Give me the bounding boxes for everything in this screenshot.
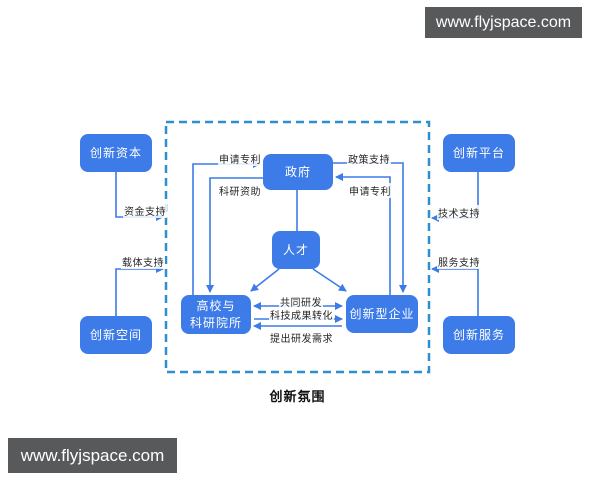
edge-label-funding-support: 资金支持	[123, 203, 167, 218]
watermark-banner-bottom: www.flyjspace.com	[8, 438, 177, 473]
arrow-research-funding	[206, 177, 263, 293]
node-talent-label: 人才	[282, 242, 309, 257]
node-talent: 人才	[272, 231, 320, 269]
node-innovation-service-label: 创新服务	[452, 327, 505, 342]
arrow-carrier-support	[115, 265, 164, 316]
node-innovation-platform-label: 创新平台	[452, 145, 505, 160]
node-enterprises-label: 创新型企业	[349, 306, 415, 321]
node-innovation-space-label: 创新空间	[89, 327, 142, 342]
innovation-zone-border	[164, 120, 431, 374]
edge-label-tech-support: 技术支持	[437, 205, 481, 220]
edge-label-apply-patent-right: 申请专利	[348, 183, 392, 198]
watermark-banner-top: www.flyjspace.com	[425, 7, 582, 38]
node-innovation-capital-label: 创新资本	[89, 145, 142, 160]
arrow-apply-patent-right	[335, 173, 391, 295]
edge-label-apply-patent-left: 申请专利	[218, 151, 262, 166]
node-government-label: 政府	[284, 164, 311, 179]
node-innovation-platform: 创新平台	[443, 134, 515, 172]
edge-label-carrier-support: 载体支持	[121, 254, 165, 269]
node-government: 政府	[263, 154, 333, 190]
node-enterprises: 创新型企业	[346, 295, 418, 333]
node-universities-label-line2: 科研院所	[189, 315, 242, 330]
arrow-talent-to-enterprises	[312, 268, 347, 292]
arrow-service-support	[431, 265, 479, 316]
node-universities-label-line1: 高校与	[196, 299, 236, 314]
node-innovation-service: 创新服务	[443, 316, 515, 354]
edge-label-research-funding: 科研资助	[218, 183, 262, 198]
node-innovation-space: 创新空间	[80, 316, 152, 354]
edge-label-achievement-transfer: 科技成果转化	[269, 307, 334, 322]
node-innovation-capital: 创新资本	[80, 134, 152, 172]
innovation-zone-caption: 创新氛围	[269, 389, 326, 404]
edge-label-service-support: 服务支持	[437, 254, 481, 269]
arrow-talent-to-universities	[250, 268, 280, 292]
node-universities: 高校与 科研院所	[181, 295, 251, 334]
edge-label-rd-demand: 提出研发需求	[269, 330, 334, 345]
edge-label-policy-support: 政策支持	[347, 151, 391, 166]
